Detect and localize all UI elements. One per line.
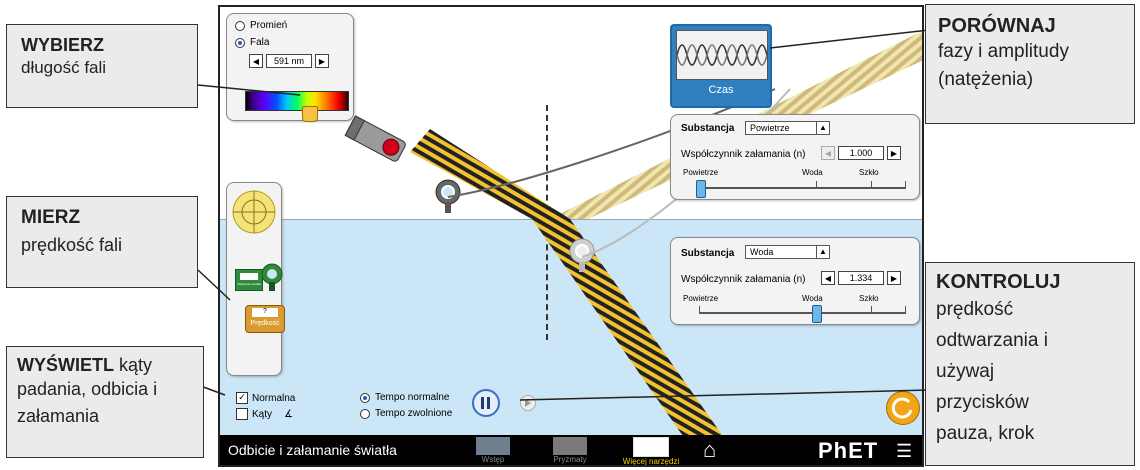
- lower-n-slider[interactable]: [699, 312, 905, 314]
- reset-all-button[interactable]: [886, 391, 920, 425]
- navigation-bar: Odbicie i załamanie światła Wstęp Pryzma…: [220, 435, 922, 465]
- lower-n-increase-button[interactable]: ▶: [887, 271, 901, 285]
- prisms-thumbnail: [553, 437, 587, 455]
- refracted-beam: [532, 219, 725, 439]
- lower-n-label: Współczynnik załamania (n): [681, 274, 806, 285]
- upper-n-increase-button[interactable]: ▶: [887, 146, 901, 160]
- intro-thumbnail: [476, 437, 510, 455]
- lower-medium-select[interactable]: Woda▲: [745, 245, 830, 259]
- upper-n-decrease-button[interactable]: ◀: [821, 146, 835, 160]
- upper-tick-water: Woda: [802, 168, 823, 177]
- callout-control: KONTROLUJ prędkość odtwarzania i używaj …: [925, 262, 1135, 466]
- wavelength-value: 591 nm: [266, 54, 312, 68]
- callout-measure: MIERZ prędkość fali: [6, 196, 198, 288]
- pause-button[interactable]: [472, 389, 500, 417]
- callout-compare: PORÓWNAJ fazy i amplitudy (natężenia): [925, 4, 1135, 124]
- wave-sensor-probe-1-icon: [435, 179, 461, 213]
- home-icon[interactable]: ⌂: [703, 437, 717, 462]
- wavelength-increase-button[interactable]: ▶: [315, 54, 329, 68]
- upper-n-slider[interactable]: [699, 187, 905, 189]
- waveform-display: [676, 30, 768, 80]
- more-tools-thumbnail: [633, 437, 669, 457]
- lower-tick-air: Powietrze: [683, 294, 719, 303]
- intensity-meter-icon[interactable]: Natężenie światła: [235, 269, 263, 291]
- wavelength-decrease-button[interactable]: ◀: [249, 54, 263, 68]
- simulation-area: Promień Fala ◀ 591 nm ▶ Czas Substancja …: [218, 5, 924, 467]
- show-normal-checkbox[interactable]: ✓ Normalna: [236, 392, 295, 404]
- medium-boundary: [220, 219, 922, 220]
- incident-beam: [410, 129, 570, 219]
- nav-intro[interactable]: Wstęp: [475, 437, 511, 465]
- time-wave-tool[interactable]: Czas: [670, 24, 772, 108]
- step-icon: [525, 399, 531, 407]
- show-angles-checkbox[interactable]: Kąty ∡: [236, 408, 293, 420]
- intensity-meter-label: Natężenie światła: [237, 282, 261, 286]
- lower-n-decrease-button[interactable]: ◀: [821, 271, 835, 285]
- wavelength-slider-thumb[interactable]: [302, 106, 318, 122]
- time-tool-label: Czas: [708, 84, 734, 96]
- nav-prisms[interactable]: Pryzmaty: [550, 437, 590, 465]
- toolbox-panel: Natężenie światła ? Prędkość: [226, 182, 285, 376]
- reset-icon: [891, 397, 913, 419]
- lower-n-slider-thumb[interactable]: [812, 305, 822, 323]
- phet-logo[interactable]: PhET: [818, 438, 879, 463]
- menu-icon[interactable]: ☰: [896, 441, 913, 461]
- wavelength-spectrum-slider[interactable]: [245, 91, 349, 111]
- lower-medium-label: Substancja: [681, 248, 735, 259]
- speed-slow-radio[interactable]: Tempo zwolnione: [360, 408, 452, 419]
- intensity-probe-icon[interactable]: [261, 263, 283, 293]
- upper-tick-glass: Szkło: [859, 168, 879, 177]
- speed-normal-radio[interactable]: Tempo normalne: [360, 392, 449, 403]
- lower-n-value: 1.334: [838, 271, 884, 285]
- upper-n-slider-thumb[interactable]: [696, 180, 706, 198]
- sim-title: Odbicie i załamanie światła: [228, 442, 397, 458]
- callout-choose: WYBIERZ długość fali: [6, 24, 198, 108]
- upper-tick-air: Powietrze: [683, 168, 719, 177]
- laser-pointer-icon: [344, 115, 406, 162]
- protractor-icon[interactable]: [231, 189, 277, 235]
- lower-medium-panel: Substancja Woda▲ Współczynnik załamania …: [670, 237, 920, 325]
- wave-sensor-probe-2-icon: [569, 238, 595, 272]
- callout-display: WYŚWIETL kąty padania, odbicia i załaman…: [6, 346, 204, 458]
- lower-tick-glass: Szkło: [859, 294, 879, 303]
- upper-medium-label: Substancja: [681, 123, 735, 134]
- option-wave[interactable]: Fala: [235, 37, 345, 48]
- speed-value: ?: [252, 308, 278, 317]
- option-ray[interactable]: Promień: [235, 20, 345, 31]
- upper-n-label: Współczynnik załamania (n): [681, 149, 806, 160]
- upper-medium-select[interactable]: Powietrze▲: [745, 121, 830, 135]
- wave-panel: Promień Fala ◀ 591 nm ▶: [226, 13, 354, 122]
- angle-icon: ∡: [284, 408, 293, 420]
- speed-label: Prędkość: [250, 320, 280, 327]
- lower-tick-water: Woda: [802, 294, 823, 303]
- nav-more-tools[interactable]: Więcej narzędzi: [615, 437, 687, 465]
- speed-meter-icon[interactable]: ? Prędkość: [245, 305, 285, 333]
- upper-medium-panel: Substancja Powietrze▲ Współczynnik załam…: [670, 114, 920, 200]
- upper-n-value: 1.000: [838, 146, 884, 160]
- pause-icon: [481, 397, 490, 409]
